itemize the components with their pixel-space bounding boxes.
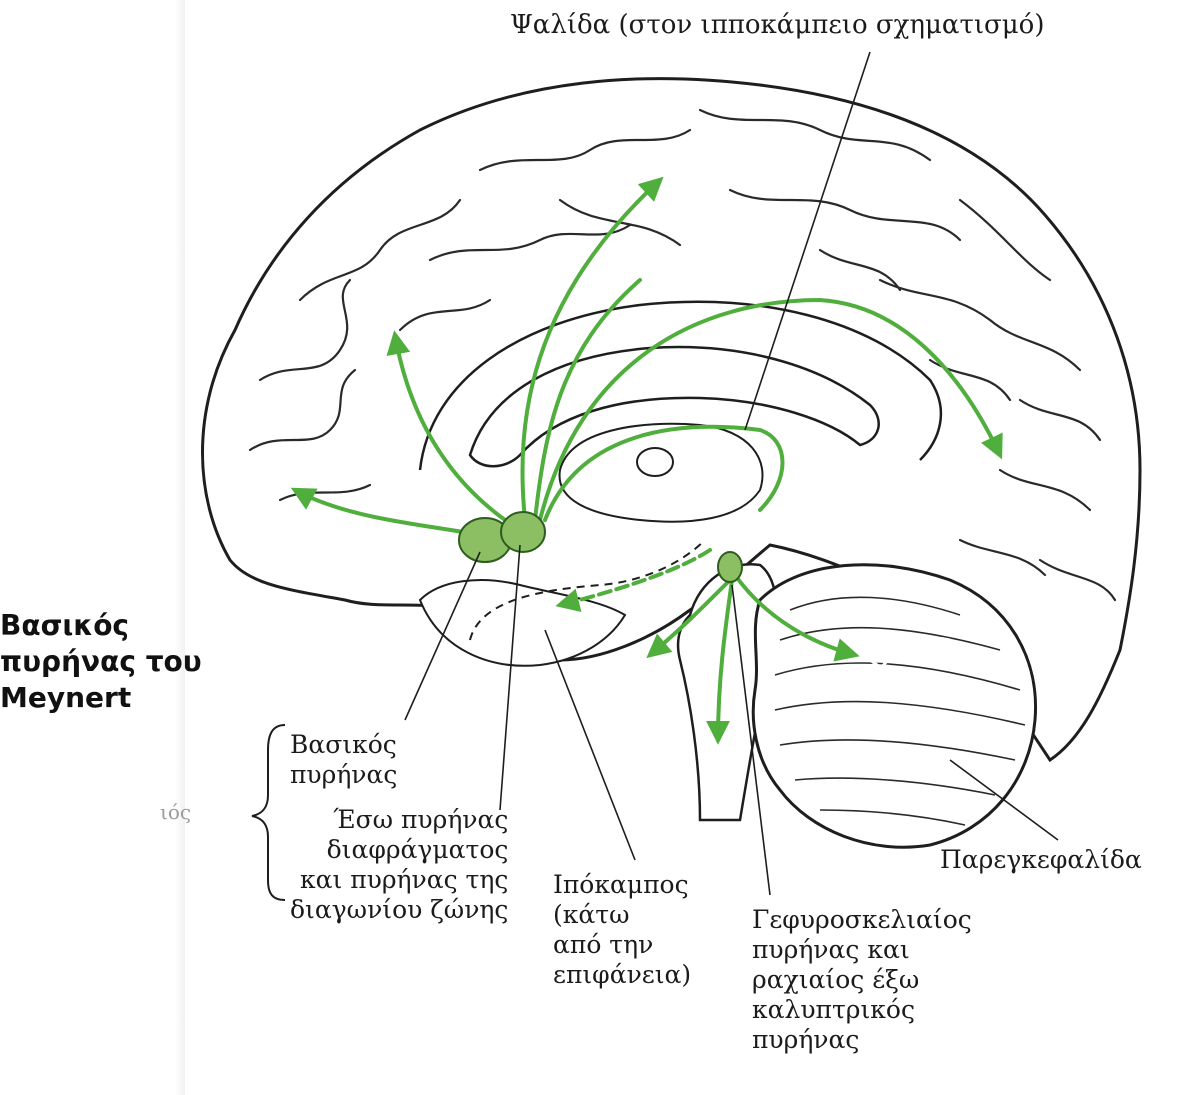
overlay-title: Βασικός πυρήνας του Meynert: [0, 608, 202, 716]
label-fornix: Ψαλίδα (στον ιπποκάμπειο σχηματισμό): [510, 10, 1044, 40]
label-pontine-nuclei: Γεφυροσκελιαίος πυρήνας και ραχιαίος έξω…: [752, 905, 972, 1055]
interthalamic-adhesion: [637, 448, 673, 476]
label-hippocampus: Ιπόκαμπος (κάτω από την επιφάνεια): [553, 870, 691, 990]
label-septal-nuclei: Έσω πυρήνας διαφράγματος και πυρήνας της…: [290, 805, 508, 925]
leader-hippocampus: [545, 630, 635, 860]
label-basal-nucleus: Βασικός πυρήνας: [290, 730, 397, 790]
label-cerebellum: Παρεγκεφαλίδα: [940, 845, 1142, 875]
septal-nucleus-blob: [501, 512, 545, 552]
pontine-nucleus-blob: [718, 552, 742, 582]
label-group-brace: [252, 725, 285, 900]
